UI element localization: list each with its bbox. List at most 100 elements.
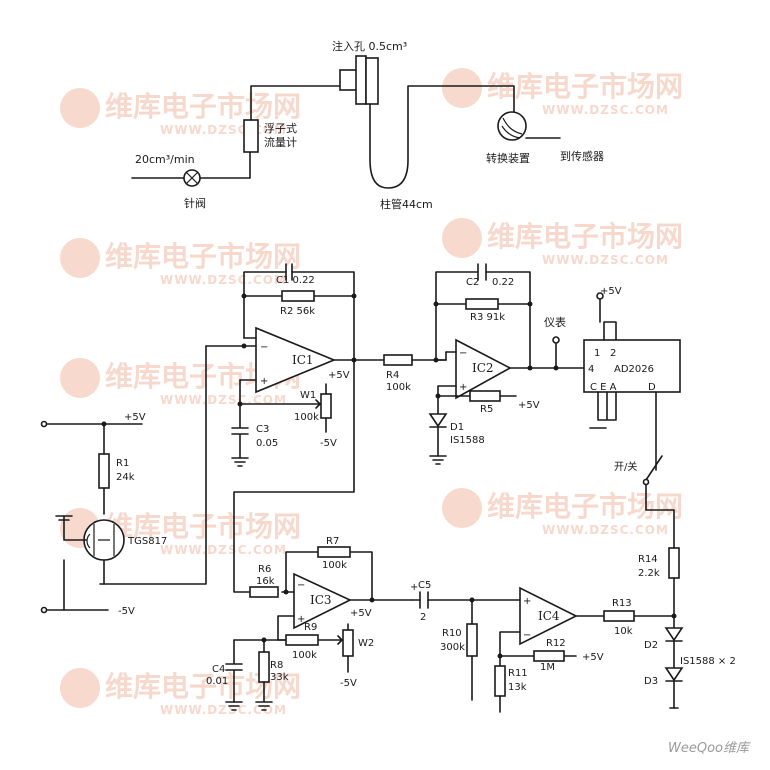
svg-text:R1: R1	[116, 458, 129, 469]
svg-text:+: +	[260, 376, 268, 387]
needle-valve-icon	[183, 169, 201, 187]
svg-text:C1 0.22: C1 0.22	[276, 275, 315, 286]
svg-text:2: 2	[610, 348, 616, 359]
switching-device-icon	[497, 111, 527, 141]
watermark-row-2: 维库电子市场网 WWW.DZSC.COM 维库电子市场网 WWW.DZSC.CO…	[60, 218, 683, 287]
ic1-stage: C1 0.22 R2 56k IC1 − + R4 100k +5V W1 10…	[99, 263, 447, 593]
flow-meter-label-line2: 流量计	[264, 135, 297, 149]
svg-text:+: +	[410, 582, 418, 593]
svg-text:WWW.DZSC.COM: WWW.DZSC.COM	[160, 393, 287, 407]
svg-text:1M: 1M	[540, 662, 555, 673]
ic2-opamp	[455, 338, 512, 400]
svg-text:R12: R12	[546, 638, 566, 649]
svg-text:0.01: 0.01	[206, 676, 228, 687]
svg-text:+: +	[459, 382, 467, 393]
svg-text:R6: R6	[258, 564, 271, 575]
svg-text:+5V: +5V	[518, 400, 540, 411]
ad2026-block: +5V 1 2 4 AD2026 C E A D 开/关	[583, 286, 681, 549]
svg-text:100k: 100k	[292, 650, 317, 661]
svg-text:R8: R8	[270, 660, 283, 671]
svg-text:D: D	[648, 382, 656, 393]
svg-text:R10: R10	[442, 628, 462, 639]
svg-text:20cm³/min: 20cm³/min	[135, 153, 195, 166]
svg-text:WWW.DZSC.COM: WWW.DZSC.COM	[160, 273, 287, 287]
svg-text:R9: R9	[304, 622, 317, 633]
svg-text:1: 1	[594, 348, 600, 359]
svg-text:IC4: IC4	[538, 609, 560, 623]
svg-text:+: +	[297, 614, 305, 625]
svg-text:D2: D2	[644, 640, 658, 651]
svg-text:C2: C2	[466, 277, 479, 288]
brand-mark: WeeQoo维库	[668, 741, 751, 756]
svg-text:R11: R11	[508, 668, 528, 679]
svg-text:C3: C3	[256, 424, 269, 435]
svg-text:R3 91k: R3 91k	[470, 312, 505, 323]
svg-text:+: +	[523, 596, 531, 607]
svg-text:TGS817: TGS817	[127, 536, 167, 547]
svg-text:2.2k: 2.2k	[638, 568, 660, 579]
gas-flow-diagram: 注入孔 0.5cm³ 浮子式 流量计 20cm³/min 针阀 柱管44cm 转…	[131, 39, 604, 211]
watermark-row-5: 维库电子市场网 WWW.DZSC.COM	[60, 668, 301, 717]
svg-text:R14: R14	[638, 554, 658, 565]
svg-text:WWW.DZSC.COM: WWW.DZSC.COM	[160, 703, 287, 717]
ad2026-chip	[583, 339, 681, 393]
svg-text:300k: 300k	[440, 642, 465, 653]
svg-text:维库电子市场网: 维库电子市场网	[105, 510, 301, 543]
svg-text:IC2: IC2	[472, 361, 494, 375]
svg-text:R5: R5	[480, 404, 493, 415]
svg-text:维库电子市场网: 维库电子市场网	[487, 490, 683, 523]
ic1-opamp	[255, 326, 337, 394]
svg-text:24k: 24k	[116, 472, 135, 483]
svg-text:IS1588 × 2: IS1588 × 2	[680, 656, 736, 667]
svg-text:10k: 10k	[614, 626, 633, 637]
svg-text:33k: 33k	[270, 672, 289, 683]
svg-text:+5V: +5V	[350, 608, 372, 619]
svg-text:D3: D3	[644, 676, 658, 687]
svg-text:−: −	[260, 342, 268, 353]
ic3-opamp	[293, 572, 352, 630]
svg-text:维库电子市场网: 维库电子市场网	[487, 220, 683, 253]
svg-text:C4: C4	[212, 664, 225, 675]
svg-text:AD2026: AD2026	[614, 364, 654, 375]
flow-meter-label: 浮子式 流量计	[264, 122, 301, 149]
svg-text:100k: 100k	[294, 412, 319, 423]
ic3-stage: R6 16k R7 100k IC3 − + +5V R9 100k W2 -5…	[206, 536, 413, 711]
svg-text:4: 4	[588, 364, 594, 375]
svg-text:-5V: -5V	[320, 438, 337, 449]
svg-text:WWW.DZSC.COM: WWW.DZSC.COM	[542, 253, 669, 267]
svg-text:+5V: +5V	[328, 370, 350, 381]
svg-text:100k: 100k	[322, 560, 347, 571]
w2-potentiometer	[342, 629, 354, 657]
svg-text:WWW.DZSC.COM: WWW.DZSC.COM	[542, 103, 669, 117]
ic2-stage: C2 0.22 R3 91k IC2 − + R5 +5V D1 IS1588 …	[428, 263, 585, 465]
svg-text:维库电子市场网: 维库电子市场网	[487, 70, 683, 103]
svg-text:仪表: 仪表	[544, 315, 566, 329]
svg-text:13k: 13k	[508, 682, 527, 693]
svg-text:IC3: IC3	[310, 593, 332, 607]
svg-text:−: −	[523, 630, 531, 641]
svg-text:WWW.DZSC.COM: WWW.DZSC.COM	[160, 543, 287, 557]
injection-port-icon	[339, 55, 379, 105]
svg-text:16k: 16k	[256, 576, 275, 587]
svg-text:+5V: +5V	[124, 412, 146, 423]
svg-text:柱管44cm: 柱管44cm	[380, 197, 433, 211]
svg-text:R7: R7	[326, 536, 339, 547]
svg-text:C E A: C E A	[590, 382, 617, 393]
svg-text:C5: C5	[418, 580, 431, 591]
svg-text:R4: R4	[386, 370, 399, 381]
svg-text:维库电子市场网: 维库电子市场网	[105, 240, 301, 273]
svg-text:维库电子市场网: 维库电子市场网	[105, 90, 301, 123]
svg-text:R13: R13	[612, 598, 632, 609]
svg-text:0.05: 0.05	[256, 438, 278, 449]
svg-text:-5V: -5V	[340, 678, 357, 689]
svg-text:100k: 100k	[386, 382, 411, 393]
svg-text:+5V: +5V	[600, 286, 622, 297]
watermark-row-4: 维库电子市场网 WWW.DZSC.COM 维库电子市场网 WWW.DZSC.CO…	[60, 488, 683, 557]
ic4-opamp	[519, 586, 578, 646]
svg-text:−: −	[297, 580, 305, 591]
svg-text:IS1588: IS1588	[450, 435, 485, 446]
svg-text:到传感器: 到传感器	[560, 150, 604, 163]
ic4-stage: + C5 2 R10 300k IC4 + − R13 10k R12 1M +…	[410, 547, 736, 713]
svg-text:IC1: IC1	[292, 353, 314, 367]
